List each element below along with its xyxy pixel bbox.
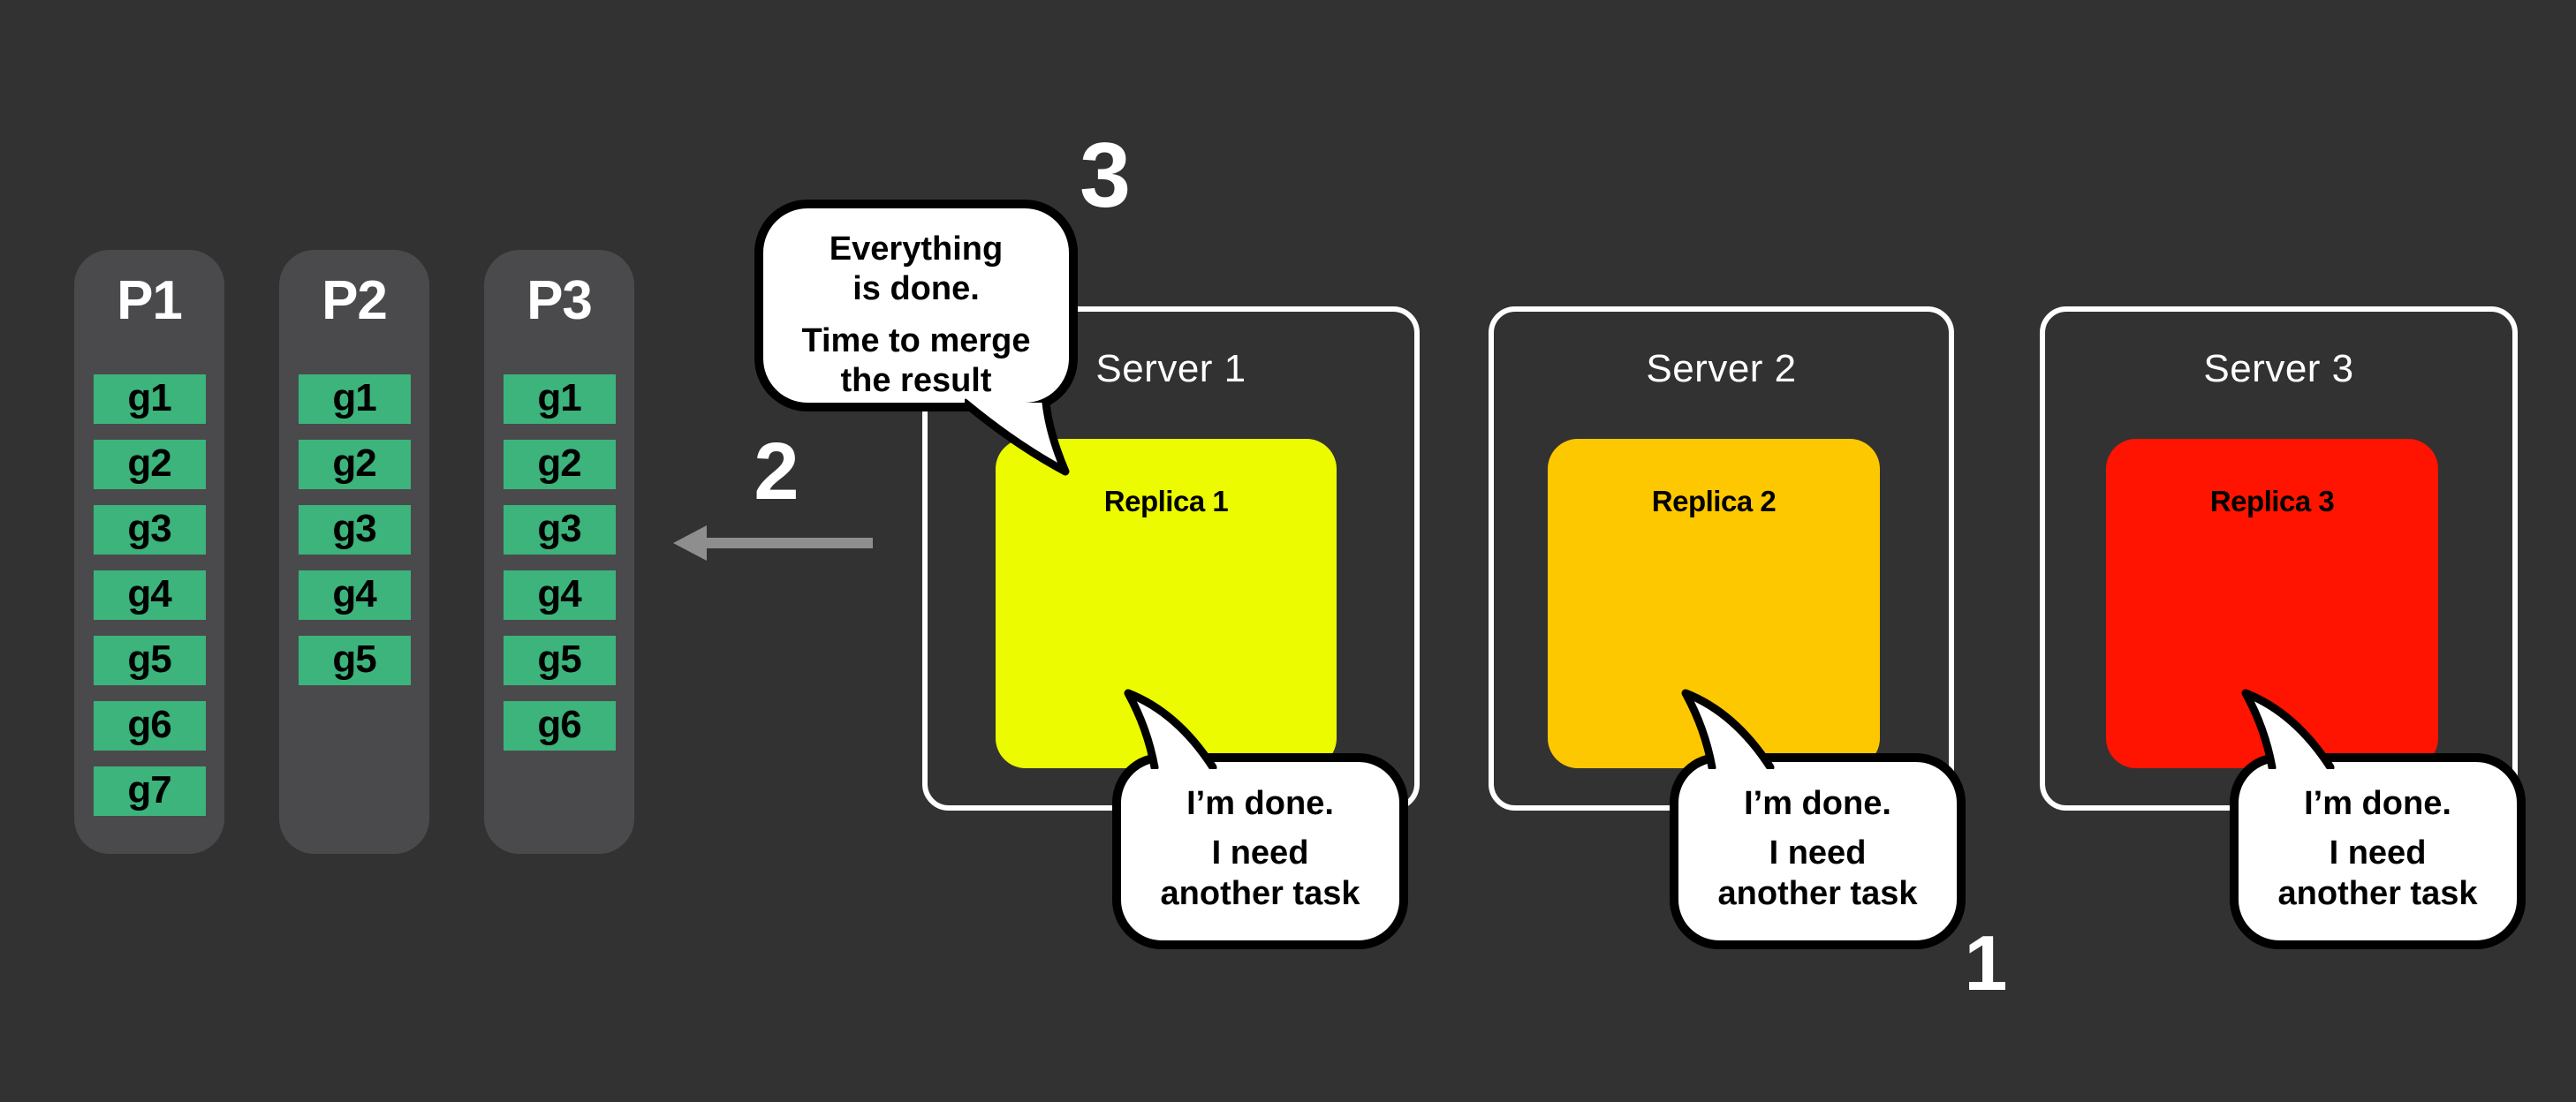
worker-bubble-tail-icon <box>1681 689 1775 769</box>
merge-arrow-icon <box>673 525 873 561</box>
step-number-1: 1 <box>1964 919 2008 1007</box>
bubble-line: I need <box>2329 834 2427 872</box>
bubble-line: another task <box>1160 875 1360 912</box>
step-number-3: 3 <box>1080 125 1131 227</box>
replica-label: Replica 3 <box>2209 485 2335 517</box>
bubble-line: I need <box>1211 834 1309 872</box>
partition-column-1: P1 g1 g2 g3 g4 g5 g6 g7 <box>74 250 224 854</box>
task-block: g4 <box>93 570 206 620</box>
task-block: g1 <box>503 374 616 424</box>
task-block: g5 <box>503 636 616 685</box>
task-block: g1 <box>93 374 206 424</box>
partition-label: P2 <box>322 270 388 331</box>
replica-label: Replica 2 <box>1651 485 1777 517</box>
callout-line: Time to merge <box>801 322 1031 359</box>
step-number-2: 2 <box>754 426 799 517</box>
callout-bubble: Everything is done. Time to merge the re… <box>754 200 1078 411</box>
task-block: g6 <box>93 701 206 751</box>
replica-label: Replica 1 <box>1103 485 1229 517</box>
partition-label: P3 <box>527 270 593 331</box>
bubble-line: I need <box>1769 834 1867 872</box>
callout-line: the result <box>840 362 992 399</box>
task-block: g3 <box>298 505 411 555</box>
bubble-line: another task <box>1717 875 1918 912</box>
worker-bubble-tail-icon <box>1124 689 1217 769</box>
task-block: g1 <box>298 374 411 424</box>
task-block: g5 <box>298 636 411 685</box>
callout-bubble-tail-icon <box>965 398 1070 476</box>
task-block: g4 <box>503 570 616 620</box>
worker-bubble-3: I’m done. I need another task <box>2230 753 2526 949</box>
partition-block-list: g1 g2 g3 g4 g5 <box>279 374 429 685</box>
bubble-line: I’m done. <box>1744 785 1891 822</box>
worker-bubble-1: I’m done. I need another task <box>1112 753 1408 949</box>
worker-bubble-2: I’m done. I need another task <box>1670 753 1966 949</box>
callout-line: is done. <box>852 270 980 307</box>
task-block: g2 <box>93 440 206 489</box>
server-title: Server 2 <box>1646 347 1797 390</box>
partition-column-2: P2 g1 g2 g3 g4 g5 <box>279 250 429 854</box>
task-block: g6 <box>503 701 616 751</box>
partition-column-3: P3 g1 g2 g3 g4 g5 g6 <box>484 250 634 854</box>
task-block: g5 <box>93 636 206 685</box>
task-block: g3 <box>93 505 206 555</box>
bubble-line: I’m done. <box>2304 785 2451 822</box>
server-title: Server 1 <box>1095 347 1246 390</box>
partition-block-list: g1 g2 g3 g4 g5 g6 g7 <box>74 374 224 816</box>
task-block: g4 <box>298 570 411 620</box>
server-title: Server 3 <box>2203 347 2354 390</box>
task-block: g7 <box>93 766 206 816</box>
task-block: g3 <box>503 505 616 555</box>
bubble-line: another task <box>2277 875 2478 912</box>
task-block: g2 <box>503 440 616 489</box>
worker-bubble-tail-icon <box>2241 689 2335 769</box>
bubble-line: I’m done. <box>1186 785 1334 822</box>
task-block: g2 <box>298 440 411 489</box>
partition-label: P1 <box>117 270 183 331</box>
callout-line: Everything <box>829 230 1004 268</box>
partition-block-list: g1 g2 g3 g4 g5 g6 <box>484 374 634 751</box>
